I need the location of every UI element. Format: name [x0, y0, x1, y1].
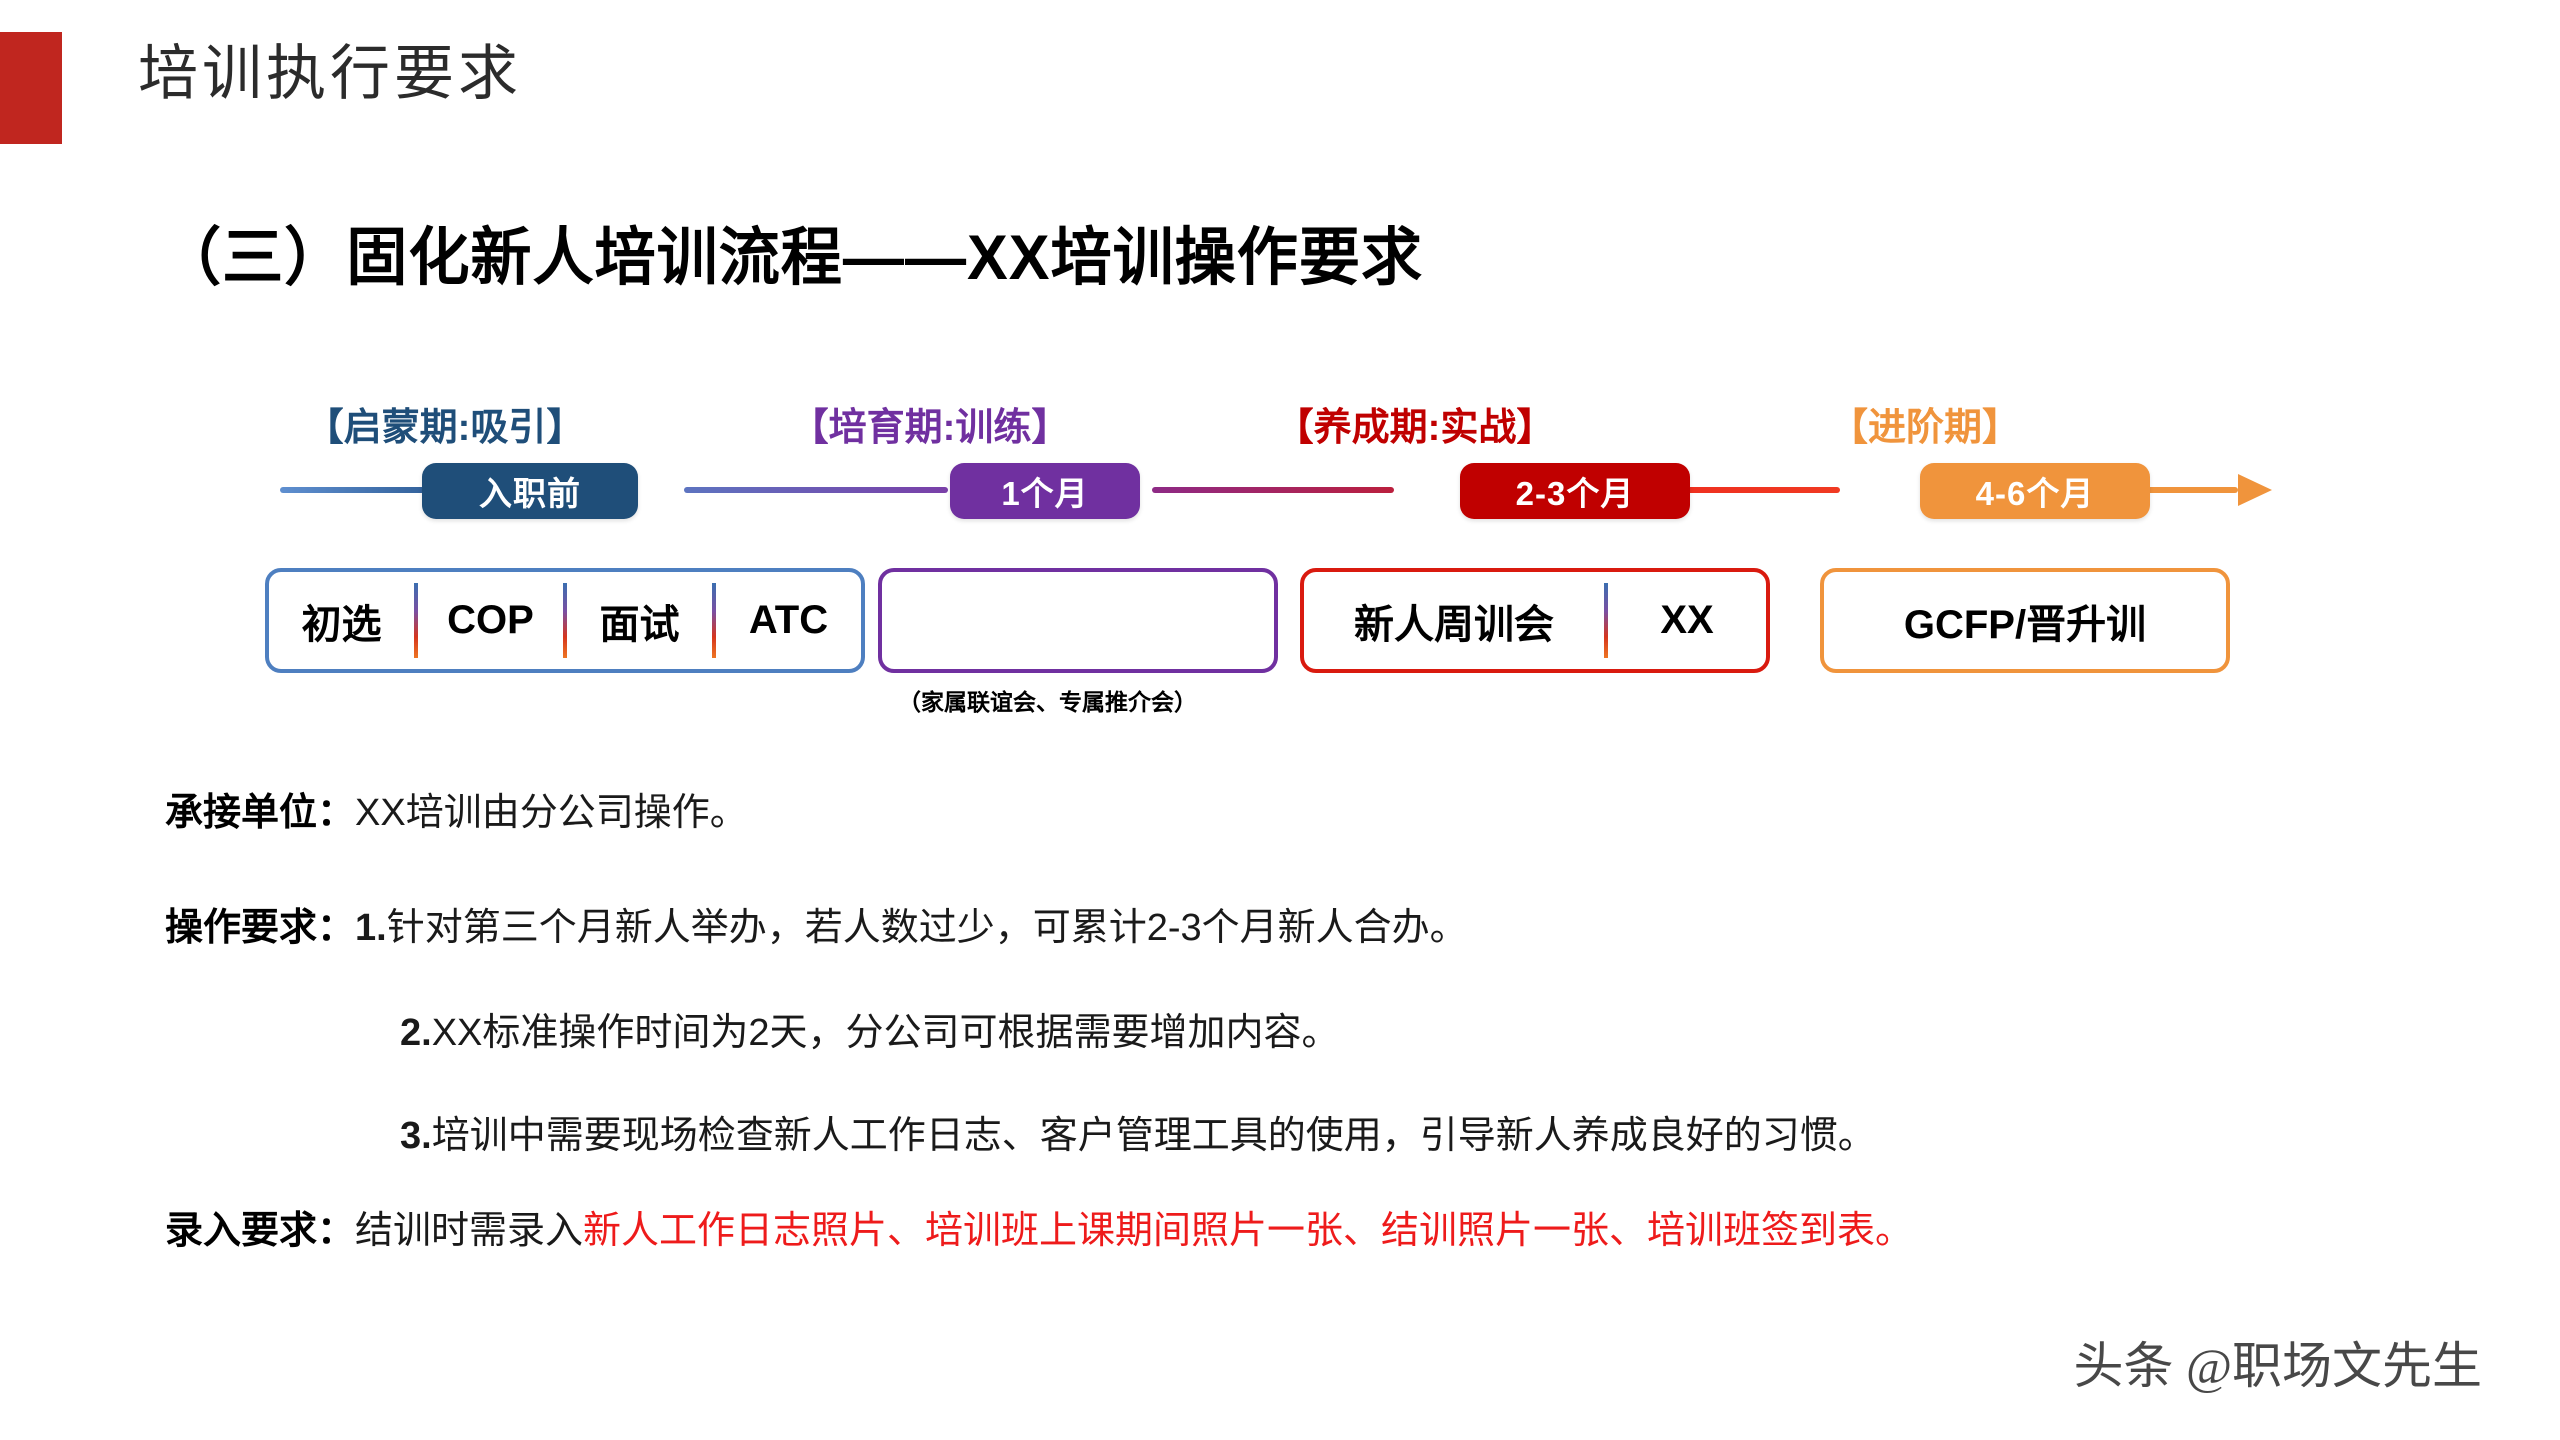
stage-box-3-cell-0: GCFP/晋升训: [1903, 602, 2147, 647]
stage-label-3: 【进阶期】: [1829, 407, 2020, 449]
timeline-pill-1[interactable]: 1个月: [950, 463, 1140, 519]
header-title: 培训执行要求: [138, 41, 522, 107]
timeline-pill-label-3: 4-6个月: [1975, 475, 2095, 512]
stage-box-2[interactable]: 新人周训会 XX: [1300, 568, 1770, 673]
body-line-req-2: 2.XX标准操作时间为2天，分公司可根据需要增加内容。: [400, 1010, 1340, 1058]
timeline-pill-label-1: 1个月: [1001, 475, 1089, 512]
timeline-pill-3[interactable]: 4-6个月: [1920, 463, 2150, 519]
stage-box-0-cell-1: COP: [447, 598, 534, 642]
body-text-req-3: 培训中需要现场检查新人工作日志、客户管理工具的使用，引导新人养成良好的习惯。: [431, 1115, 1876, 1157]
stage-box-1-caption: （家属联谊会、专属推介会）: [898, 689, 1197, 715]
timeline-pill-2[interactable]: 2-3个月: [1460, 463, 1690, 519]
cell-divider: [712, 582, 716, 659]
cell-divider: [1604, 582, 1609, 659]
cell-divider: [563, 582, 567, 659]
timeline-pill-label-0: 入职前: [479, 475, 581, 512]
body-label-operation-req: 操作要求：: [165, 907, 356, 949]
body-num-1: 1.: [355, 907, 387, 949]
page-title: （三）固化新人培训流程——XX培训操作要求: [160, 223, 1423, 293]
timeline-segment-1: [684, 487, 948, 493]
body-line-req-3: 3.培训中需要现场检查新人工作日志、客户管理工具的使用，引导新人养成良好的习惯。: [400, 1113, 1876, 1161]
body-text-entry-req-highlight: 新人工作日志照片、培训班上课期间照片一张、结训照片一张、培训班签到表。: [583, 1210, 1914, 1252]
body-text-req-1: 针对第三个月新人举办，若人数过少，可累计2-3个月新人合办。: [386, 907, 1468, 949]
body-line-req-1: 操作要求：1.针对第三个月新人举办，若人数过少，可累计2-3个月新人合办。: [165, 905, 1468, 953]
header-accent-bar: [0, 32, 62, 144]
stage-box-2-cell-1: XX: [1660, 598, 1714, 642]
timeline-segment-2: [1152, 487, 1394, 493]
stage-box-2-cell-0: 新人周训会: [1354, 602, 1555, 647]
cell-divider: [414, 582, 418, 659]
stage-box-3[interactable]: GCFP/晋升训: [1820, 568, 2230, 673]
stage-box-0[interactable]: 初选 COP 面试 ATC: [265, 568, 865, 673]
body-line-host-unit: 承接单位：XX培训由分公司操作。: [165, 790, 748, 838]
timeline-pill-0[interactable]: 入职前: [422, 463, 638, 519]
body-num-2: 2.: [400, 1012, 432, 1054]
stage-box-0-cell-0: 初选: [301, 602, 382, 647]
watermark: 头条 @职场文先生: [2073, 1338, 2482, 1394]
body-line-entry-req: 录入要求：结训时需录入新人工作日志照片、培训班上课期间照片一张、结训照片一张、培…: [165, 1208, 1913, 1256]
body-label-entry-req: 录入要求：: [165, 1210, 356, 1252]
timeline-segment-0: [280, 487, 452, 493]
body-text-host-unit: XX培训由分公司操作。: [355, 792, 748, 834]
body-label-host-unit: 承接单位：: [165, 792, 356, 834]
timeline-arrow-icon: [2238, 474, 2272, 506]
body-text-req-2: XX标准操作时间为2天，分公司可根据需要增加内容。: [431, 1012, 1340, 1054]
timeline-segment-3: [1598, 487, 1840, 493]
stage-label-2: 【养成期:实战】: [1275, 407, 1555, 449]
body-text-entry-req: 结训时需录入: [355, 1210, 584, 1252]
stage-label-1: 【培育期:训练】: [790, 407, 1070, 449]
timeline-pill-label-2: 2-3个月: [1515, 475, 1635, 512]
body-num-3: 3.: [400, 1115, 432, 1157]
stage-box-1[interactable]: [878, 568, 1278, 673]
stage-box-0-cell-2: 面试: [599, 602, 680, 647]
stage-box-0-cell-3: ATC: [748, 598, 829, 642]
stage-label-0: 【启蒙期:吸引】: [305, 407, 585, 449]
